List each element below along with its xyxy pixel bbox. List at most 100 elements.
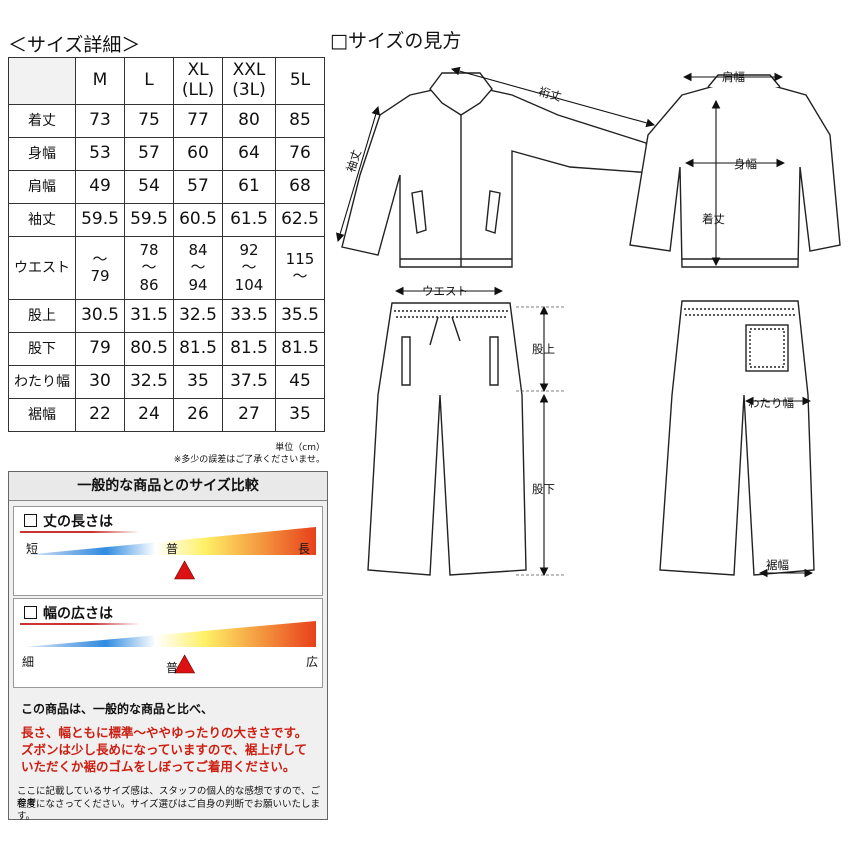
size-cell: 57 xyxy=(124,137,174,171)
comparison-title: 一般的な商品とのサイズ比較 xyxy=(9,472,327,501)
comparison-desc-red: いただくか裾のゴムをしぼってご着用ください。 xyxy=(21,759,296,774)
label-rise: 股上 xyxy=(532,342,555,356)
label-length: 着丈 xyxy=(702,212,725,226)
width-meter-label: 幅の広さは xyxy=(24,603,113,623)
row-label: 着丈 xyxy=(8,104,76,138)
size-cell: 84 〜 94 xyxy=(173,236,223,300)
checkbox-icon xyxy=(24,606,37,619)
size-cell: 22 xyxy=(75,398,125,432)
width-indicator xyxy=(174,654,196,674)
size-cell: 115 〜 xyxy=(275,236,325,300)
row-label: 股上 xyxy=(8,299,76,333)
red-underline xyxy=(20,623,140,625)
jacket-back-drawing xyxy=(629,74,841,268)
size-cell: 45 xyxy=(275,365,325,399)
size-cell: 26 xyxy=(173,398,223,432)
size-cell: 32.5 xyxy=(173,299,223,333)
label-chest: 身幅 xyxy=(734,157,757,171)
size-cell: 〜 79 xyxy=(75,236,125,300)
corner-cell xyxy=(8,57,76,105)
label-waist: ウエスト xyxy=(422,284,468,298)
label-hem: 裾幅 xyxy=(766,558,789,572)
unit-label: 単位（cm） xyxy=(275,443,325,453)
size-table-title: ＜サイズ詳細＞ xyxy=(8,34,141,56)
size-cell: 32.5 xyxy=(124,365,174,399)
comparison-desc: この商品は、一般的な商品と比べ、 xyxy=(21,702,214,716)
size-cell: 73 xyxy=(75,104,125,138)
col-header: XL (LL) xyxy=(173,57,223,105)
col-header: M xyxy=(75,57,125,105)
disclaimer-line: ここに記載しているサイズ感は、スタッフの個人的な感想ですので、ご参考 xyxy=(17,786,321,810)
size-comparison-panel: 一般的な商品とのサイズ比較 丈の長さは 短 普 長 幅の広さは xyxy=(8,471,328,822)
guide-title: □サイズの見方 xyxy=(330,30,462,52)
jacket-front-drawing xyxy=(341,72,653,268)
row-label: 身幅 xyxy=(8,137,76,171)
row-label: ウエスト xyxy=(8,236,76,300)
comparison-desc-red: 長さ、幅ともに標準〜ややゆったりの大きさです。 xyxy=(21,725,308,740)
size-cell: 35 xyxy=(275,398,325,432)
label-thigh: わたり幅 xyxy=(748,396,794,410)
size-cell: 81.5 xyxy=(173,332,223,366)
size-cell: 60.5 xyxy=(173,203,223,237)
row-label: わたり幅 xyxy=(8,365,76,399)
size-cell: 53 xyxy=(75,137,125,171)
width-gradient-bar xyxy=(24,621,316,674)
size-cell: 81.5 xyxy=(275,332,325,366)
size-cell: 60 xyxy=(173,137,223,171)
width-left: 細 xyxy=(22,655,35,669)
size-cell: 59.5 xyxy=(124,203,174,237)
length-meter: 丈の長さは 短 普 長 xyxy=(13,506,323,596)
width-right: 広 xyxy=(306,655,319,669)
size-cell: 81.5 xyxy=(222,332,276,366)
size-cell: 35 xyxy=(173,365,223,399)
size-cell: 80.5 xyxy=(124,332,174,366)
size-cell: 76 xyxy=(275,137,325,171)
size-cell: 27 xyxy=(222,398,276,432)
size-cell: 61.5 xyxy=(222,203,276,237)
size-cell: 68 xyxy=(275,170,325,204)
size-cell: 30 xyxy=(75,365,125,399)
width-mid: 普 xyxy=(166,661,179,675)
disclaimer-line: 程度になさってください。サイズ選びはご自身の判断でお願いいたします。 xyxy=(17,799,320,823)
error-note: ※多少の誤差はご了承くださいませ。 xyxy=(173,455,325,465)
size-cell: 33.5 xyxy=(222,299,276,333)
length-gradient-bar xyxy=(24,527,316,580)
guide-lines xyxy=(516,306,566,576)
length-right: 長 xyxy=(298,542,311,556)
length-left: 短 xyxy=(26,542,39,556)
comparison-desc-red: ズボンは少し長めになっていますので、裾上げして xyxy=(21,742,308,757)
size-cell: 37.5 xyxy=(222,365,276,399)
size-cell: 35.5 xyxy=(275,299,325,333)
size-cell: 64 xyxy=(222,137,276,171)
size-guide-diagram: 裄丈 袖丈 肩幅 身幅 着丈 ウエスト 股上 股下 わたり幅 裾幅 xyxy=(335,66,841,578)
length-indicator xyxy=(174,560,196,580)
col-header: L xyxy=(124,57,174,105)
label-sleeve-span: 裄丈 xyxy=(537,84,563,103)
pants-front-drawing xyxy=(367,302,527,576)
checkbox-icon xyxy=(24,514,37,527)
pants-back-drawing xyxy=(659,300,815,576)
size-cell: 79 xyxy=(75,332,125,366)
size-cell: 30.5 xyxy=(75,299,125,333)
row-label: 股下 xyxy=(8,332,76,366)
size-cell: 57 xyxy=(173,170,223,204)
size-cell: 80 xyxy=(222,104,276,138)
width-meter: 幅の広さは 細 普 広 xyxy=(13,598,323,688)
label-shoulder: 肩幅 xyxy=(722,70,745,84)
size-cell: 31.5 xyxy=(124,299,174,333)
size-cell: 49 xyxy=(75,170,125,204)
label-sleeve: 袖丈 xyxy=(344,148,364,174)
size-cell: 59.5 xyxy=(75,203,125,237)
size-cell: 24 xyxy=(124,398,174,432)
col-header: 5L xyxy=(275,57,325,105)
row-label: 肩幅 xyxy=(8,170,76,204)
